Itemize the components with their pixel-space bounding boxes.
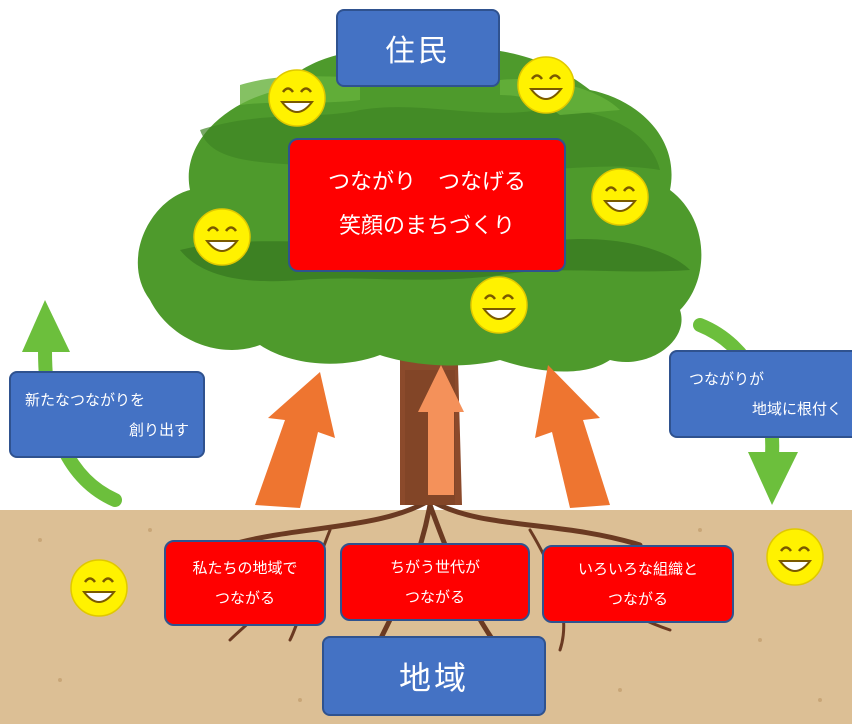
region-text: 地域: [398, 659, 469, 697]
root-box-organizations: いろいろな組織と つながる: [542, 545, 734, 623]
rooted-box: つながりが 地域に根付く: [669, 350, 852, 438]
root-box-line-1: ちがう世代が: [389, 558, 480, 576]
rooted-line-1: つながりが: [689, 370, 765, 388]
smiley-face-icon: [591, 168, 649, 226]
smiley-face-icon: [517, 56, 575, 114]
root-box-line-2: つながる: [404, 588, 465, 606]
smiley-face-icon: [268, 69, 326, 127]
rooted-line-2: 地域に根付く: [751, 400, 842, 418]
new-connections-box: 新たなつながりを 創り出す: [9, 371, 205, 458]
smiley-face-icon: [70, 559, 128, 617]
root-box-line-2: つながる: [607, 590, 668, 608]
smileys: [70, 56, 824, 617]
new-connections-line-1: 新たなつながりを: [25, 390, 146, 409]
smiley-face-icon: [470, 276, 528, 334]
region-label: 地域: [322, 636, 546, 716]
new-connections-line-2: 創り出す: [128, 420, 189, 439]
slogan-line-1: つながり つなげる: [327, 170, 526, 195]
root-box-line-1: 私たちの地域で: [192, 559, 298, 577]
slogan-box: つながり つなげる 笑顔のまちづくり: [288, 138, 566, 272]
smiley-face-icon: [193, 208, 251, 266]
residents-label: 住民: [336, 9, 500, 87]
root-box-line-2: つながる: [214, 589, 275, 607]
up-arrow-icon: [418, 365, 464, 495]
root-box-community: 私たちの地域で つながる: [164, 540, 326, 626]
slogan-line-2: 笑顔のまちづくり: [338, 214, 515, 239]
orange-up-arrows: [255, 365, 610, 508]
smiley-face-icon: [766, 528, 824, 586]
residents-text: 住民: [385, 34, 451, 69]
root-box-generations: ちがう世代が つながる: [340, 543, 530, 621]
up-arrow-icon: [535, 365, 610, 508]
up-arrow-icon: [255, 372, 335, 508]
root-box-line-1: いろいろな組織と: [577, 560, 698, 578]
